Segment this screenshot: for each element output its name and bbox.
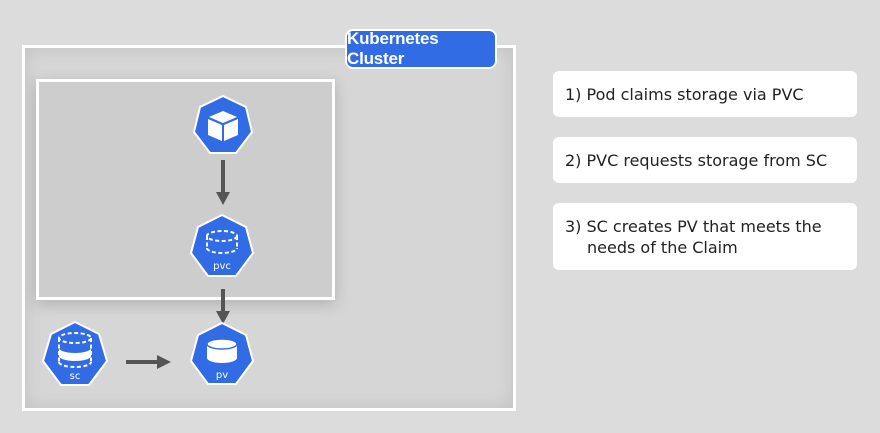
step-text-3: 3) SC creates PV that meets the needs of… bbox=[565, 216, 822, 257]
arrow-pvc-to-pv bbox=[216, 289, 230, 329]
step-text-2: 2) PVC requests storage from SC bbox=[565, 150, 828, 170]
sc-icon: sc bbox=[41, 321, 109, 389]
sc-label: sc bbox=[69, 371, 81, 382]
arrow-pod-to-pvc bbox=[216, 160, 230, 210]
step-card-3: 3) SC creates PV that meets the needs of… bbox=[553, 203, 857, 270]
namespace-boundary bbox=[36, 79, 335, 300]
pod-icon bbox=[192, 95, 254, 157]
pv-icon: pv bbox=[189, 322, 255, 388]
cluster-label: Kubernetes Cluster bbox=[345, 29, 497, 69]
step-card-2: 2) PVC requests storage from SC bbox=[553, 137, 857, 183]
arrow-sc-to-pv bbox=[126, 354, 172, 373]
step-text-1: 1) Pod claims storage via PVC bbox=[565, 84, 804, 104]
pv-label: pv bbox=[215, 370, 229, 381]
pvc-label: pvc bbox=[213, 261, 231, 272]
pvc-icon: pvc bbox=[189, 214, 255, 280]
step-card-1: 1) Pod claims storage via PVC bbox=[553, 71, 857, 117]
